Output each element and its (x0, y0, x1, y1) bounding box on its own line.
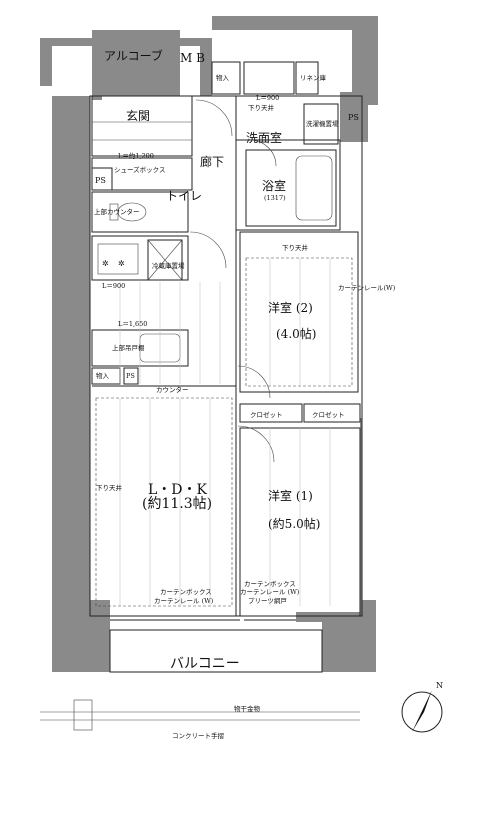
label-sagari-top: 下り天井 (248, 103, 275, 112)
label-curtain-rail-right: カーテンレール (W) (240, 588, 300, 596)
label-ldk: L・D・K (148, 482, 208, 498)
label-closet1: クロゼット (250, 410, 283, 419)
compass-ring-icon (401, 691, 443, 733)
label-pleats-screen: プリーツ網戸 (248, 596, 287, 605)
label-linen: リネン庫 (300, 73, 327, 82)
label-l1200: L＝約1,200 (118, 151, 154, 160)
label-shoebox: シューズボックス (114, 165, 165, 174)
label-counter: カウンター (156, 385, 189, 394)
label-bath: 浴室 (262, 178, 286, 193)
label-nyuko-mid: 物入 (96, 371, 110, 380)
label-ps-left: PS (95, 176, 106, 185)
label-ldk-size: (約11.3帖) (142, 496, 212, 512)
label-upper-counter: 上部カウンター (94, 207, 140, 216)
label-ps-right: PS (348, 113, 359, 122)
label-toilet: トイレ (166, 189, 202, 203)
label-curtain-box-right: カーテンボックス (244, 580, 296, 588)
outer-walls (40, 16, 378, 672)
burner-icon-2: ✲ (118, 259, 125, 268)
interior-lines (40, 61, 363, 731)
label-mb: M B (180, 51, 205, 65)
label-curtain-rail-left: カーテンレール (W) (154, 597, 214, 605)
fixtures: ✲ ✲ (102, 202, 147, 268)
label-l900-kitchen: L＝900 (102, 282, 125, 290)
label-fridge: 冷蔵庫置場 (152, 261, 185, 270)
compass: N (401, 681, 443, 733)
label-upper-cabinet: 上部吊戸棚 (112, 343, 145, 352)
label-concrete-rail: コンクリート手摺 (172, 731, 225, 740)
label-l1650: L＝1,650 (118, 320, 147, 328)
label-ps-mid: PS (126, 372, 135, 380)
label-western2: 洋室 (2) (268, 300, 313, 315)
label-washer: 洗濯機置場 (306, 119, 339, 128)
label-western1: 洋室 (1) (268, 488, 313, 503)
compass-needle-icon (412, 690, 432, 732)
label-closet2: クロゼット (312, 410, 345, 419)
toilet-tank-icon (109, 203, 119, 221)
label-bath-size: (1317) (264, 194, 286, 202)
burner-icon-1: ✲ (102, 259, 109, 268)
label-alcove: アルコーブ (104, 48, 163, 63)
label-l900-top: L＝900 (256, 94, 279, 102)
label-sagari-w2: 下り天井 (282, 243, 309, 252)
label-laundry-hardware: 物干金物 (234, 704, 261, 713)
room-labels: アルコーブ M B 物入 リネン庫 L＝900 下り天井 PS 洗濯機置場 玄関… (94, 48, 396, 740)
label-nyuko-top: 物入 (216, 73, 230, 82)
label-washroom: 洗面室 (246, 130, 282, 145)
label-western1-size: (約5.0帖) (268, 516, 320, 531)
compass-north-label: N (436, 681, 443, 690)
label-entrance: 玄関 (126, 108, 150, 123)
label-curtain-rail-vertical: カーテンレール(W) (338, 284, 396, 292)
label-western2-size: (4.0帖) (276, 326, 316, 341)
label-balcony: バルコニー (170, 656, 240, 672)
label-curtain-box-left: カーテンボックス (160, 588, 212, 596)
label-sagari-ldk: 下り天井 (96, 483, 123, 492)
label-corridor: 廊下 (200, 154, 224, 169)
